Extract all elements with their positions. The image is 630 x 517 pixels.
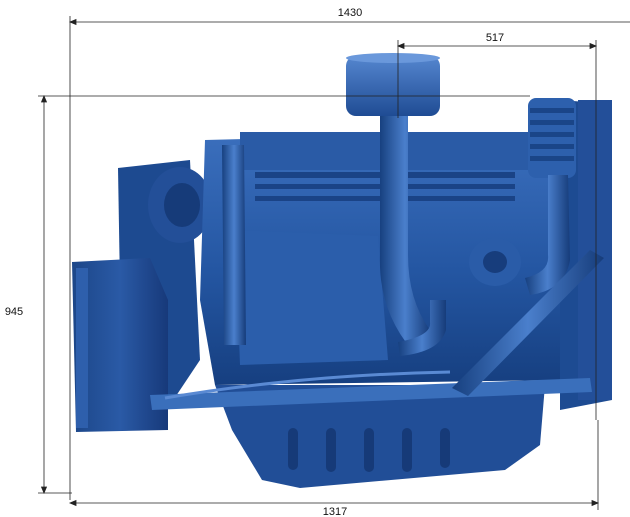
oil-return-pipe <box>398 300 446 356</box>
diagonal-pipe <box>452 250 604 396</box>
intake-box <box>235 230 388 365</box>
sump-ribs <box>288 428 450 472</box>
dim-label-base: 1317 <box>323 506 347 517</box>
oil-filter <box>528 98 576 178</box>
coolant-pipe-left <box>222 145 246 345</box>
mounting-rail <box>150 378 592 410</box>
flywheel-housing <box>72 258 168 432</box>
dim-label-height: 945 <box>5 306 23 318</box>
engine-illustration <box>72 53 612 488</box>
dim-label-filter: 517 <box>486 32 504 44</box>
coolant-pipe-right <box>525 175 570 295</box>
dim-label-overall: 1430 <box>338 7 362 19</box>
intake-pipe <box>379 116 430 350</box>
dimension-lines <box>38 16 630 510</box>
air-filter <box>346 56 440 116</box>
